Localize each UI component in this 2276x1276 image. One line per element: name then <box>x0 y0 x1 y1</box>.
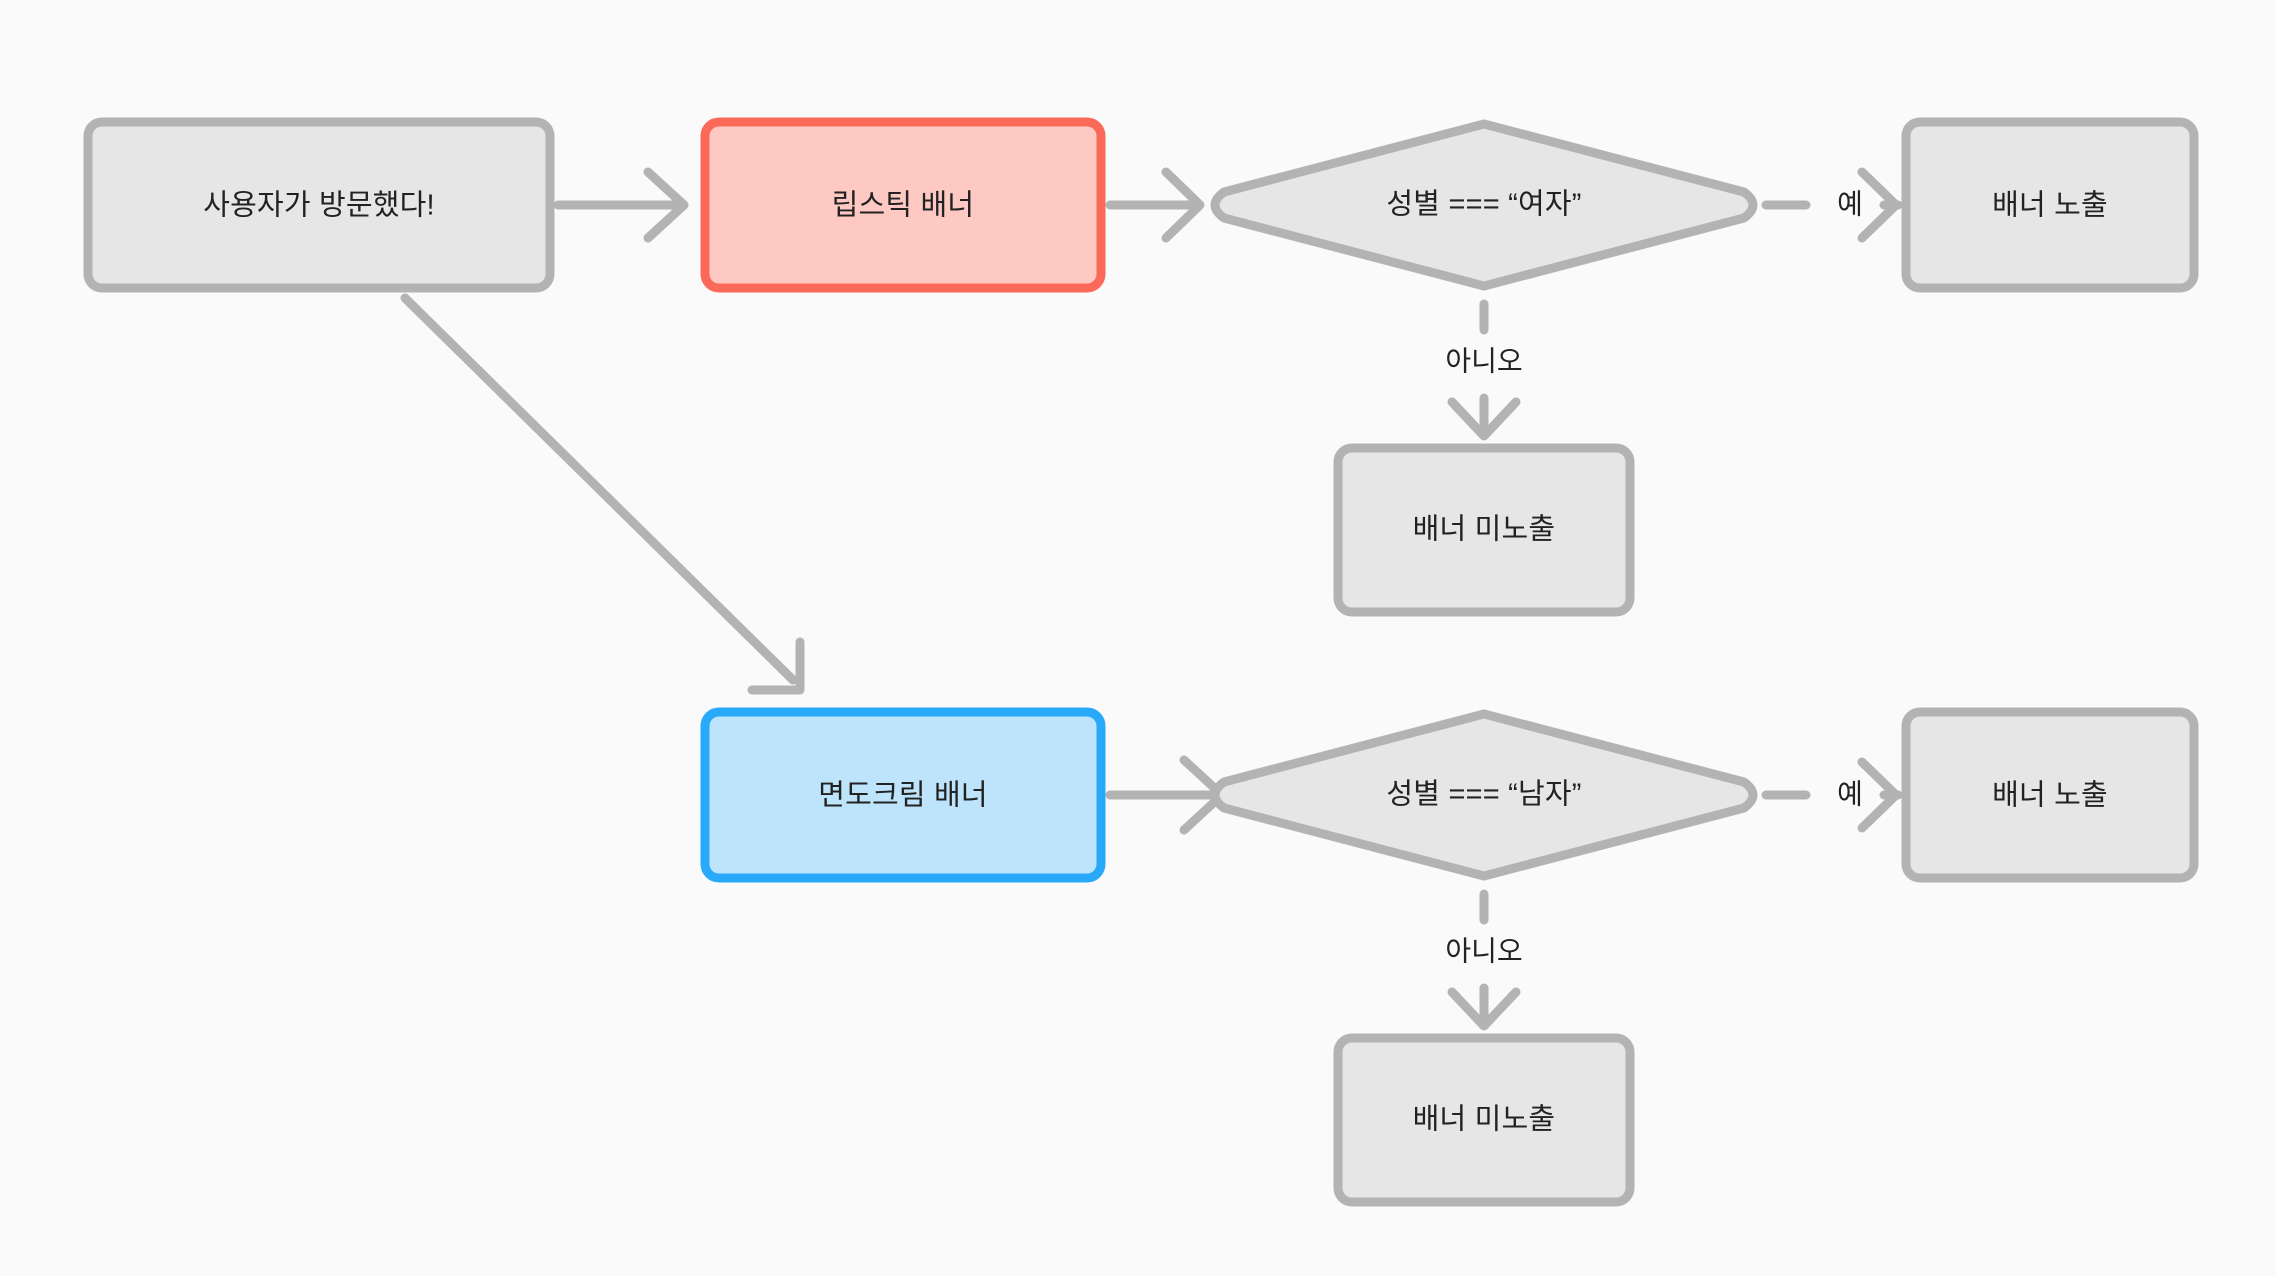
node-label-lipstick-banner: 립스틱 배너 <box>832 189 975 222</box>
node-label-hide-banner-female: 배너 미노출 <box>1413 513 1556 546</box>
edge-lipstick-to-decision-female <box>1105 167 1205 243</box>
node-lipstick-banner[interactable]: 립스틱 배너 <box>700 117 1106 293</box>
node-hide-banner-male[interactable]: 배너 미노출 <box>1333 1033 1635 1207</box>
node-user-visited[interactable]: 사용자가 방문했다! <box>83 117 555 293</box>
node-show-banner-male[interactable]: 배너 노출 <box>1901 707 2199 883</box>
edge-visit-to-lipstick <box>553 167 689 243</box>
node-label-user-visited: 사용자가 방문했다! <box>203 190 435 222</box>
node-label-hide-banner-male: 배너 미노출 <box>1413 1103 1556 1136</box>
node-shavingcream-banner[interactable]: 면도크림 배너 <box>700 707 1106 883</box>
node-label-decision-gender-female: 성별 === “여자” <box>1386 189 1581 221</box>
node-label-show-banner-female: 배너 노출 <box>1992 189 2108 222</box>
edge-label-yes-male: 예 <box>1837 778 1863 809</box>
node-decision-gender-female[interactable]: 성별 === “여자” <box>1210 119 1758 291</box>
edge-decision-female-no: 아니오 <box>1445 299 1523 441</box>
node-hide-banner-female[interactable]: 배너 미노출 <box>1333 443 1635 617</box>
edge-label-no-male: 아니오 <box>1445 935 1522 966</box>
node-label-shavingcream-banner: 면도크림 배너 <box>818 779 988 812</box>
node-decision-gender-male[interactable]: 성별 === “남자” <box>1210 709 1758 881</box>
edge-decision-male-yes: 예 <box>1761 757 1903 833</box>
edge-label-yes-female: 예 <box>1837 188 1863 219</box>
node-label-show-banner-male: 배너 노출 <box>1992 779 2108 812</box>
node-show-banner-female[interactable]: 배너 노출 <box>1901 117 2199 293</box>
node-label-decision-gender-male: 성별 === “남자” <box>1386 779 1581 811</box>
edge-decision-female-yes: 예 <box>1761 167 1903 243</box>
edge-visit-to-shavingcream <box>400 293 805 695</box>
edge-decision-male-no: 아니오 <box>1445 889 1523 1031</box>
edge-label-no-female: 아니오 <box>1445 345 1522 376</box>
edge-shavingcream-to-decision-male <box>1105 755 1227 835</box>
